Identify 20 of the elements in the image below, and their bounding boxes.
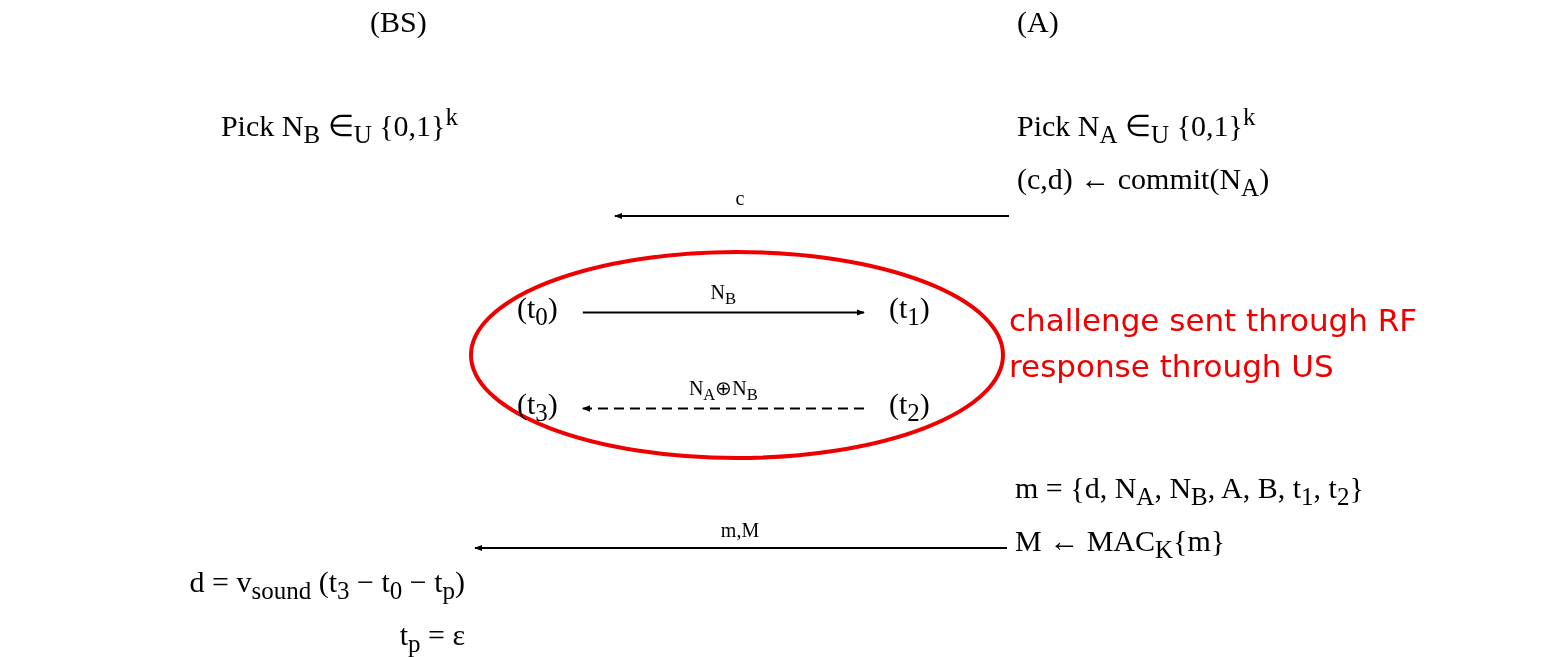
formula-text: m = {d, N$_{A}$, N$_{B}$, A, B, t$_{1}$, t$_{2}$} [1015,470,1364,512]
formula-text: (t$_{2}$) [889,382,930,435]
annotation-text: challenge sent through RF [1009,302,1418,338]
formula-text: (t$_{0}$) [517,286,558,339]
formula-text: M ← MAC$_{K}${m} [1015,523,1227,565]
formula-text: (t$_{3}$) [517,382,558,435]
arrow [614,212,1010,220]
formula-text: (t$_{1}$) [889,286,930,339]
arrow [581,309,865,316]
formula-text: d = v$_{sound}$ (t$_{3}$ − t$_{0}$ − t$_{p}$) [189,564,465,606]
formula-text: Pick N$_{A}$ ∈$_{U}$ {0,1}$^{k}$ [1017,102,1257,150]
formula-text: (c,d) ← commit(N$_{A}$) [1017,161,1270,203]
annotation-text: response through US [1009,348,1334,384]
arrow [474,544,1008,552]
arrow [581,405,865,412]
ellipse-outline [469,250,1005,460]
column-heading: (BS) [370,5,427,39]
formula-text: Pick N$_{B}$ ∈$_{U}$ {0,1}$^{k}$ [220,95,458,157]
formula-text: t$_{p}$ = ε [398,617,465,657]
column-heading: (A) [1017,5,1059,39]
